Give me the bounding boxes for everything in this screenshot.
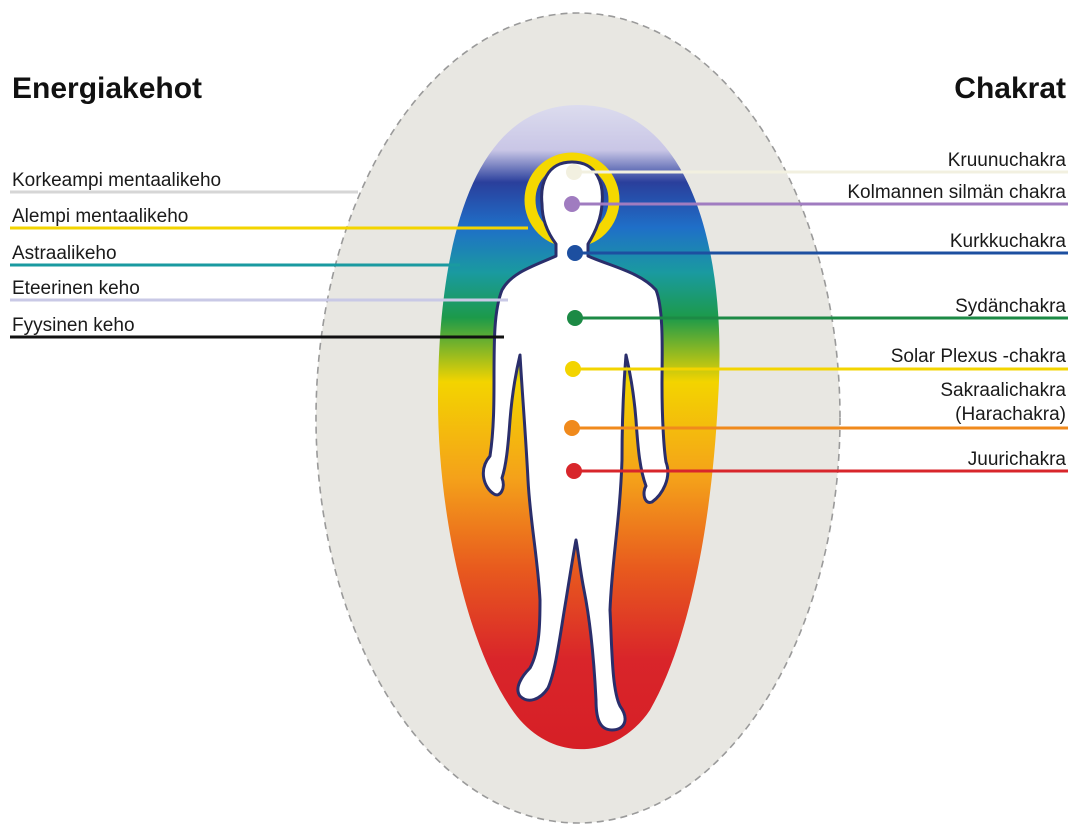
chakra-label: Sydänchakra: [955, 296, 1066, 317]
chakra-dot: [564, 196, 580, 212]
chakra-label: Kurkkuchakra: [950, 231, 1067, 252]
chakra-dot: [564, 420, 580, 436]
energy-body-korkeampi: Korkeampi mentaalikeho: [10, 170, 358, 192]
chakra-dot: [567, 245, 583, 261]
chakra-dot: [565, 361, 581, 377]
chakra-label: Kolmannen silmän chakra: [847, 182, 1066, 203]
chakra-label: Sakraalichakra: [940, 380, 1066, 401]
chakra-label: Kruunuchakra: [948, 150, 1067, 171]
energy-bodies-heading: Energiakehot: [12, 72, 202, 105]
energy-body-label: Fyysinen keho: [12, 315, 135, 336]
energy-body-label: Alempi mentaalikeho: [12, 206, 188, 227]
chakra-dot: [567, 310, 583, 326]
energy-body-label: Astraalikeho: [12, 243, 117, 264]
energy-body-label: Korkeampi mentaalikeho: [12, 170, 221, 191]
chakras-heading: Chakrat: [954, 72, 1066, 105]
chakra-label: Juurichakra: [968, 449, 1067, 470]
chakra-label-secondary: (Harachakra): [955, 404, 1066, 425]
chakra-dot: [566, 463, 582, 479]
energy-body-label: Eteerinen keho: [12, 278, 140, 299]
chakra-label: Solar Plexus -chakra: [891, 346, 1067, 367]
chakra-dot: [566, 164, 582, 180]
